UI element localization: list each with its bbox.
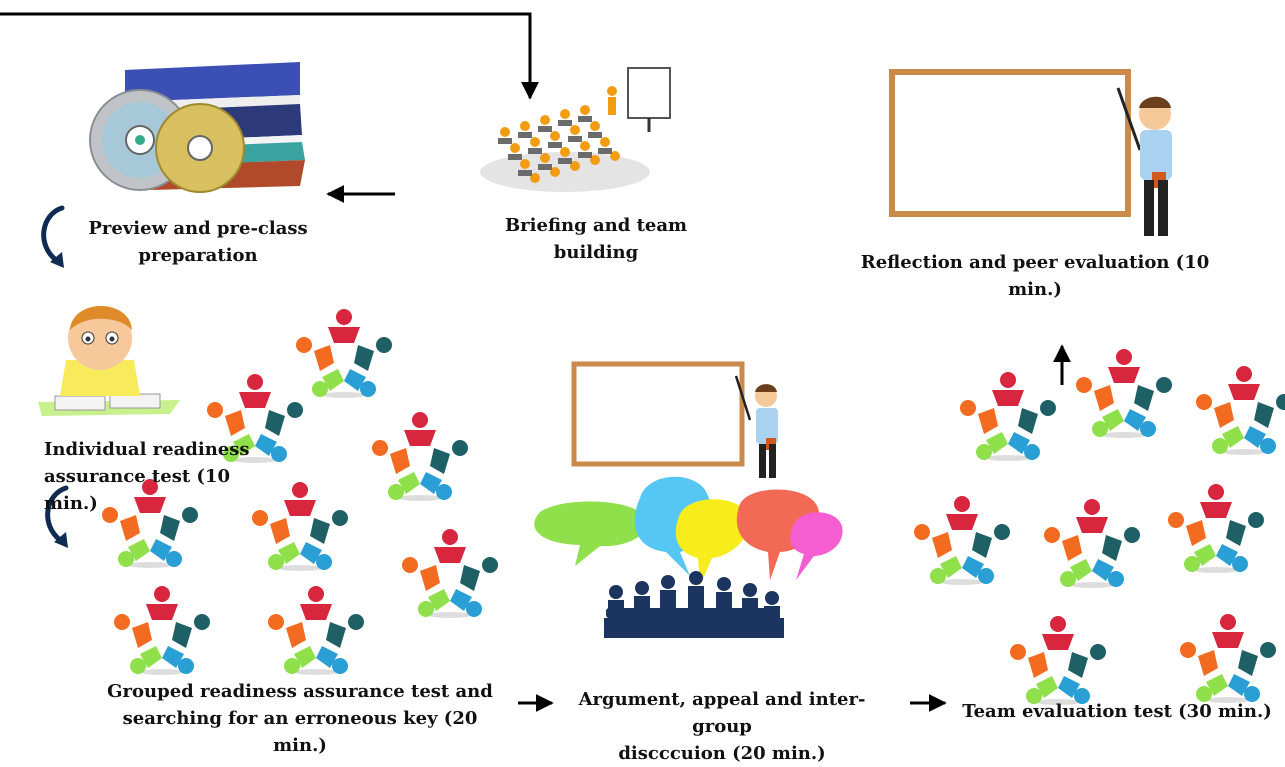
team-circle-icon: [960, 372, 1056, 461]
team-circle-icon: [1196, 366, 1285, 455]
curved-arrow-1: [44, 208, 64, 268]
conference-room-icon: [480, 67, 671, 192]
team-circle-icon: [914, 496, 1010, 585]
step-briefing-label: Briefing and team building: [504, 215, 688, 263]
discussion-icon: [534, 476, 843, 638]
connector-top: [0, 12, 539, 100]
team-circle-icon: [1044, 499, 1140, 588]
boy-studying-icon: [38, 306, 180, 416]
team-circle-icon: [1010, 616, 1106, 705]
step-reflection-label: Reflection and peer evaluation (10 min.): [860, 252, 1210, 300]
team-circle-icon: [268, 586, 364, 675]
team-circle-icon: [296, 309, 392, 398]
team-circle-icon: [402, 529, 498, 618]
books-cd-icon: [89, 62, 305, 193]
whiteboard-teacher-small-icon: [571, 361, 778, 478]
team-circle-icon: [1180, 614, 1276, 703]
step-individual-label: Individual readiness assurance test (10 …: [44, 439, 250, 514]
tbl-process-diagram: [0, 12, 1285, 712]
step-preview-label: Preview and pre-class preparation: [88, 218, 308, 266]
step-argument-label: Argument, appeal and inter-group discccu…: [578, 689, 866, 764]
team-circle-icon: [372, 412, 468, 501]
team-circle-icon: [1168, 484, 1264, 573]
whiteboard-teacher-icon: [889, 69, 1172, 236]
step-grouped-label: Grouped readiness assurance test and sea…: [107, 681, 493, 756]
team-circle-icon: [1076, 349, 1172, 438]
team-circle-icon: [114, 586, 210, 675]
step-team-eval-label: Team evaluation test (30 min.): [962, 701, 1272, 722]
